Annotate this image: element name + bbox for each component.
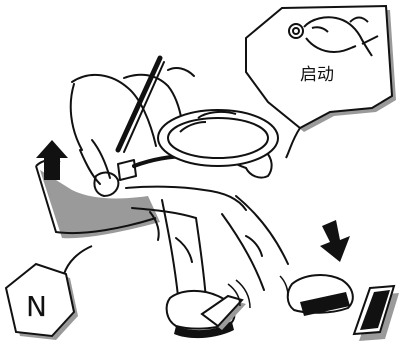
down-arrow-icon [320, 220, 350, 262]
neutral-gear-label: N [26, 290, 47, 323]
right-shoe [288, 275, 353, 316]
steering-wheel-icon [158, 110, 278, 166]
start-label: 启动 [300, 65, 334, 85]
pedal-icon [354, 286, 399, 341]
neutral-callout: N [6, 246, 92, 340]
driver-figure [71, 58, 288, 300]
up-arrow-icon [36, 140, 68, 180]
